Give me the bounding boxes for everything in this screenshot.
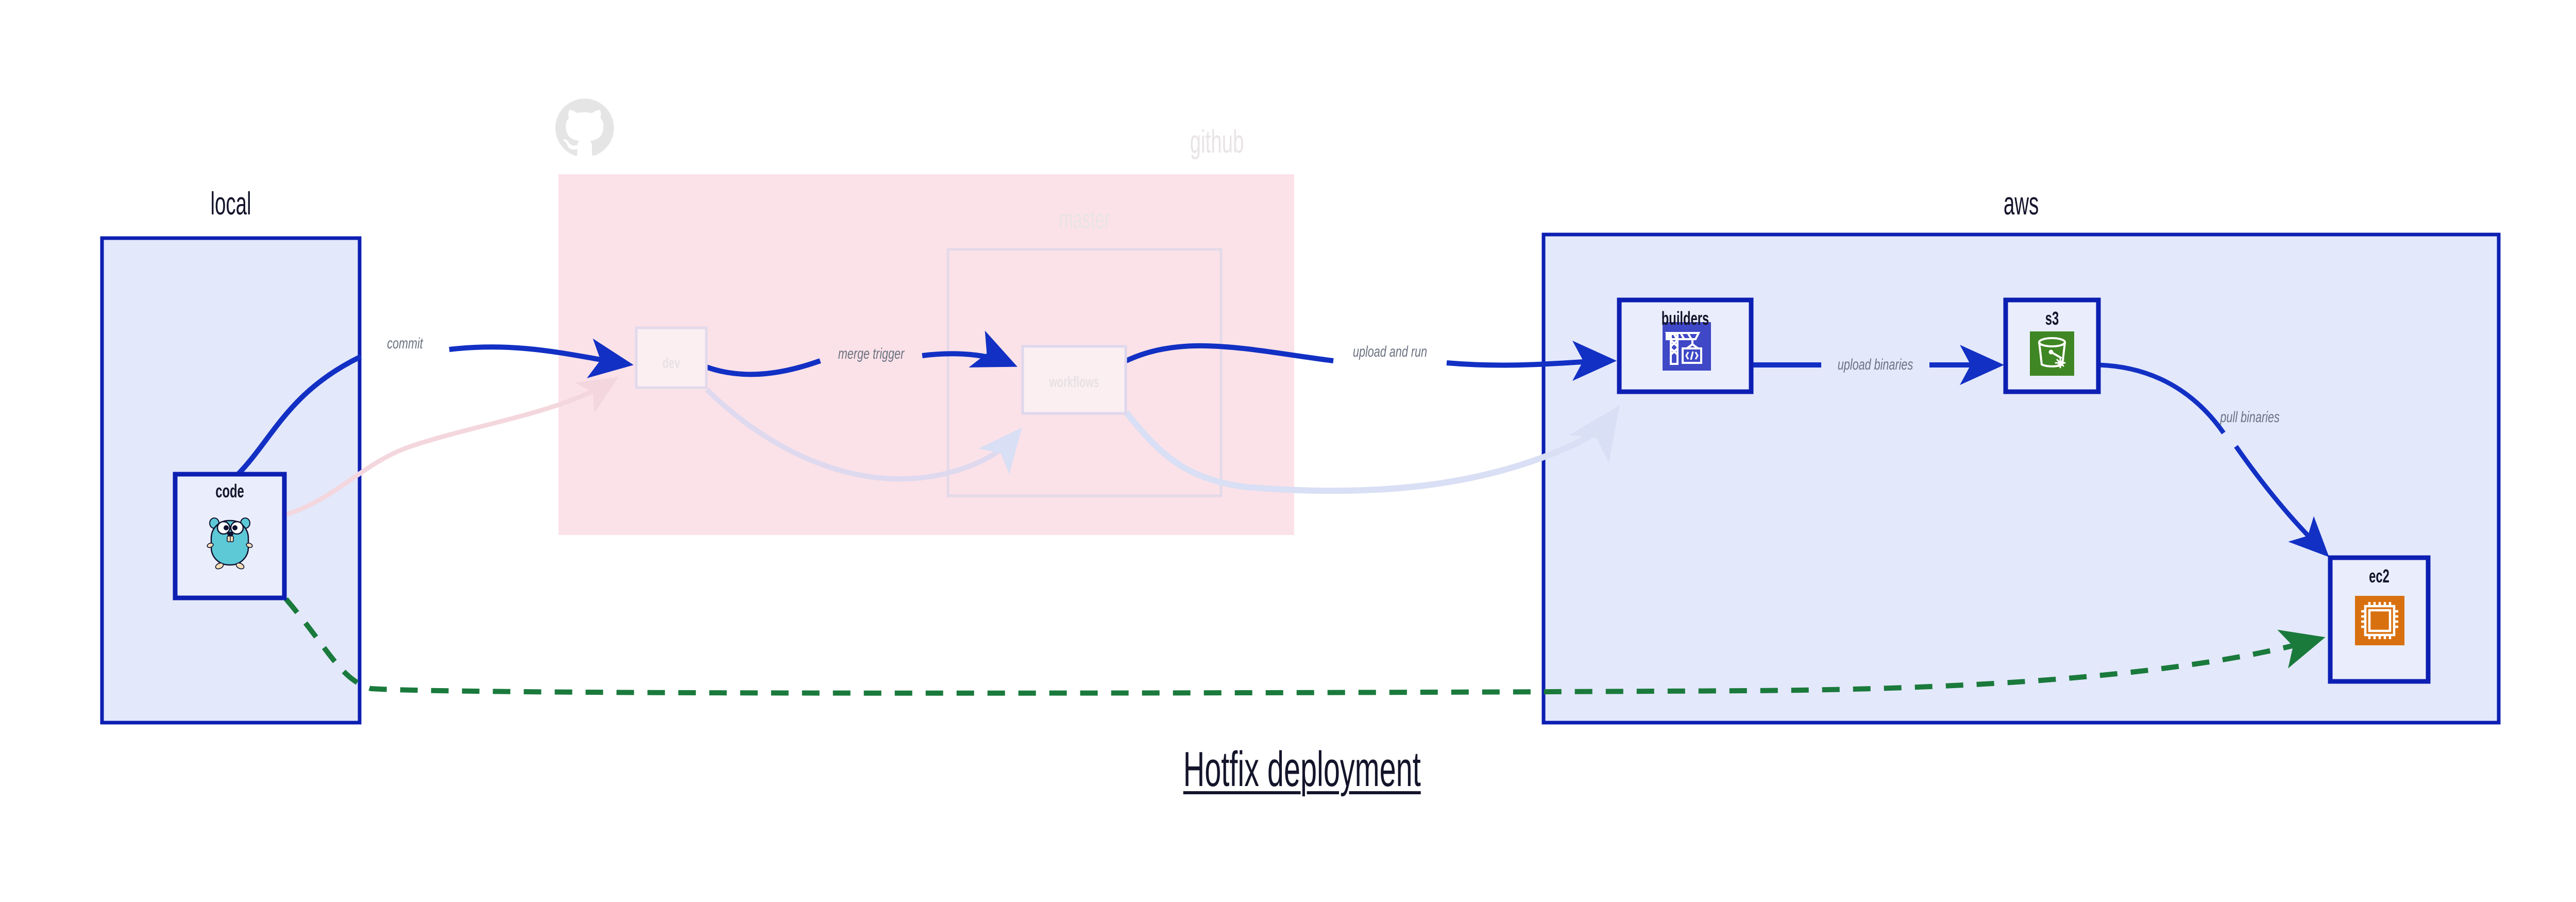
go-gopher-icon bbox=[207, 517, 253, 570]
cluster-master-rect bbox=[946, 248, 1223, 497]
edge-code-ec2-dashed bbox=[284, 597, 2326, 696]
aws-ec2-icon bbox=[2355, 596, 2404, 645]
edge-code-dev-seg2 bbox=[449, 338, 634, 378]
edge-workflows-builders-faded bbox=[1124, 405, 1620, 494]
edge-code-dev-faded bbox=[238, 377, 619, 527]
aws-s3-glacier-icon bbox=[2030, 331, 2074, 376]
edge-s3-ec2-seg2 bbox=[2234, 445, 2329, 557]
edge-dev-workflows-faded bbox=[705, 388, 1022, 481]
edge-dev-workflows-seg1 bbox=[705, 358, 821, 377]
edge-s3-ec2-seg1 bbox=[2098, 362, 2226, 435]
node-dev-rect[interactable] bbox=[635, 326, 708, 389]
edge-dev-workflows-seg2 bbox=[922, 330, 1018, 368]
aws-codebuild-icon bbox=[1663, 322, 1711, 371]
github-octocat-icon bbox=[555, 98, 614, 156]
edge-workflows-builders-seg1 bbox=[1125, 343, 1334, 363]
edge-workflows-builders-seg2 bbox=[1446, 341, 1617, 381]
edge-code-dev-seg1 bbox=[236, 354, 362, 476]
node-workflows-rect[interactable] bbox=[1021, 345, 1127, 415]
